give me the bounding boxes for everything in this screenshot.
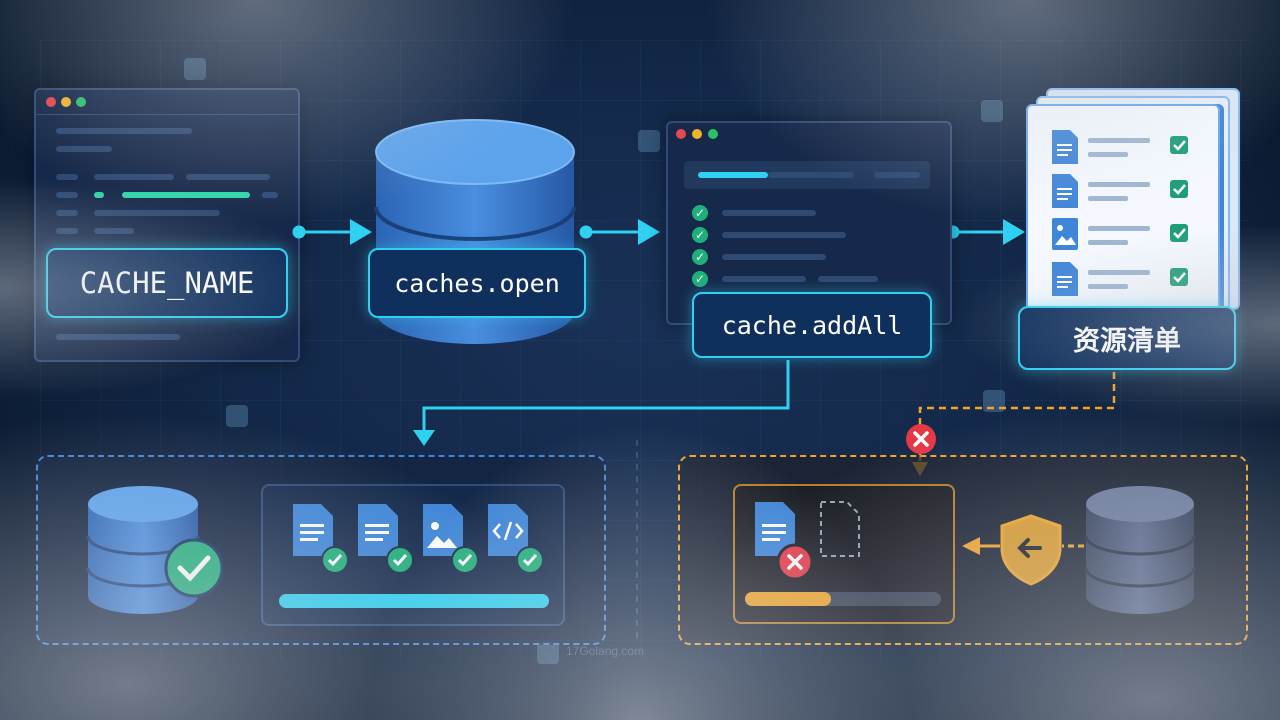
resource-list-label: 资源清单 bbox=[1018, 306, 1236, 370]
cache-addall-label: cache.addAll bbox=[692, 292, 932, 358]
document-icon bbox=[358, 504, 414, 574]
cross-icon bbox=[906, 424, 936, 454]
shield-arrow-icon bbox=[1000, 514, 1062, 586]
server-database-icon bbox=[1084, 486, 1196, 614]
caches-open-label: caches.open bbox=[368, 248, 586, 318]
document-icon bbox=[293, 504, 349, 574]
cached-files-card bbox=[261, 484, 565, 626]
resource-document bbox=[1026, 104, 1220, 326]
code-file-icon bbox=[488, 504, 544, 574]
blocked-arrow bbox=[962, 514, 1084, 586]
cached-database-icon bbox=[86, 486, 224, 614]
image-icon bbox=[423, 504, 479, 574]
failed-cache-card bbox=[733, 484, 955, 624]
